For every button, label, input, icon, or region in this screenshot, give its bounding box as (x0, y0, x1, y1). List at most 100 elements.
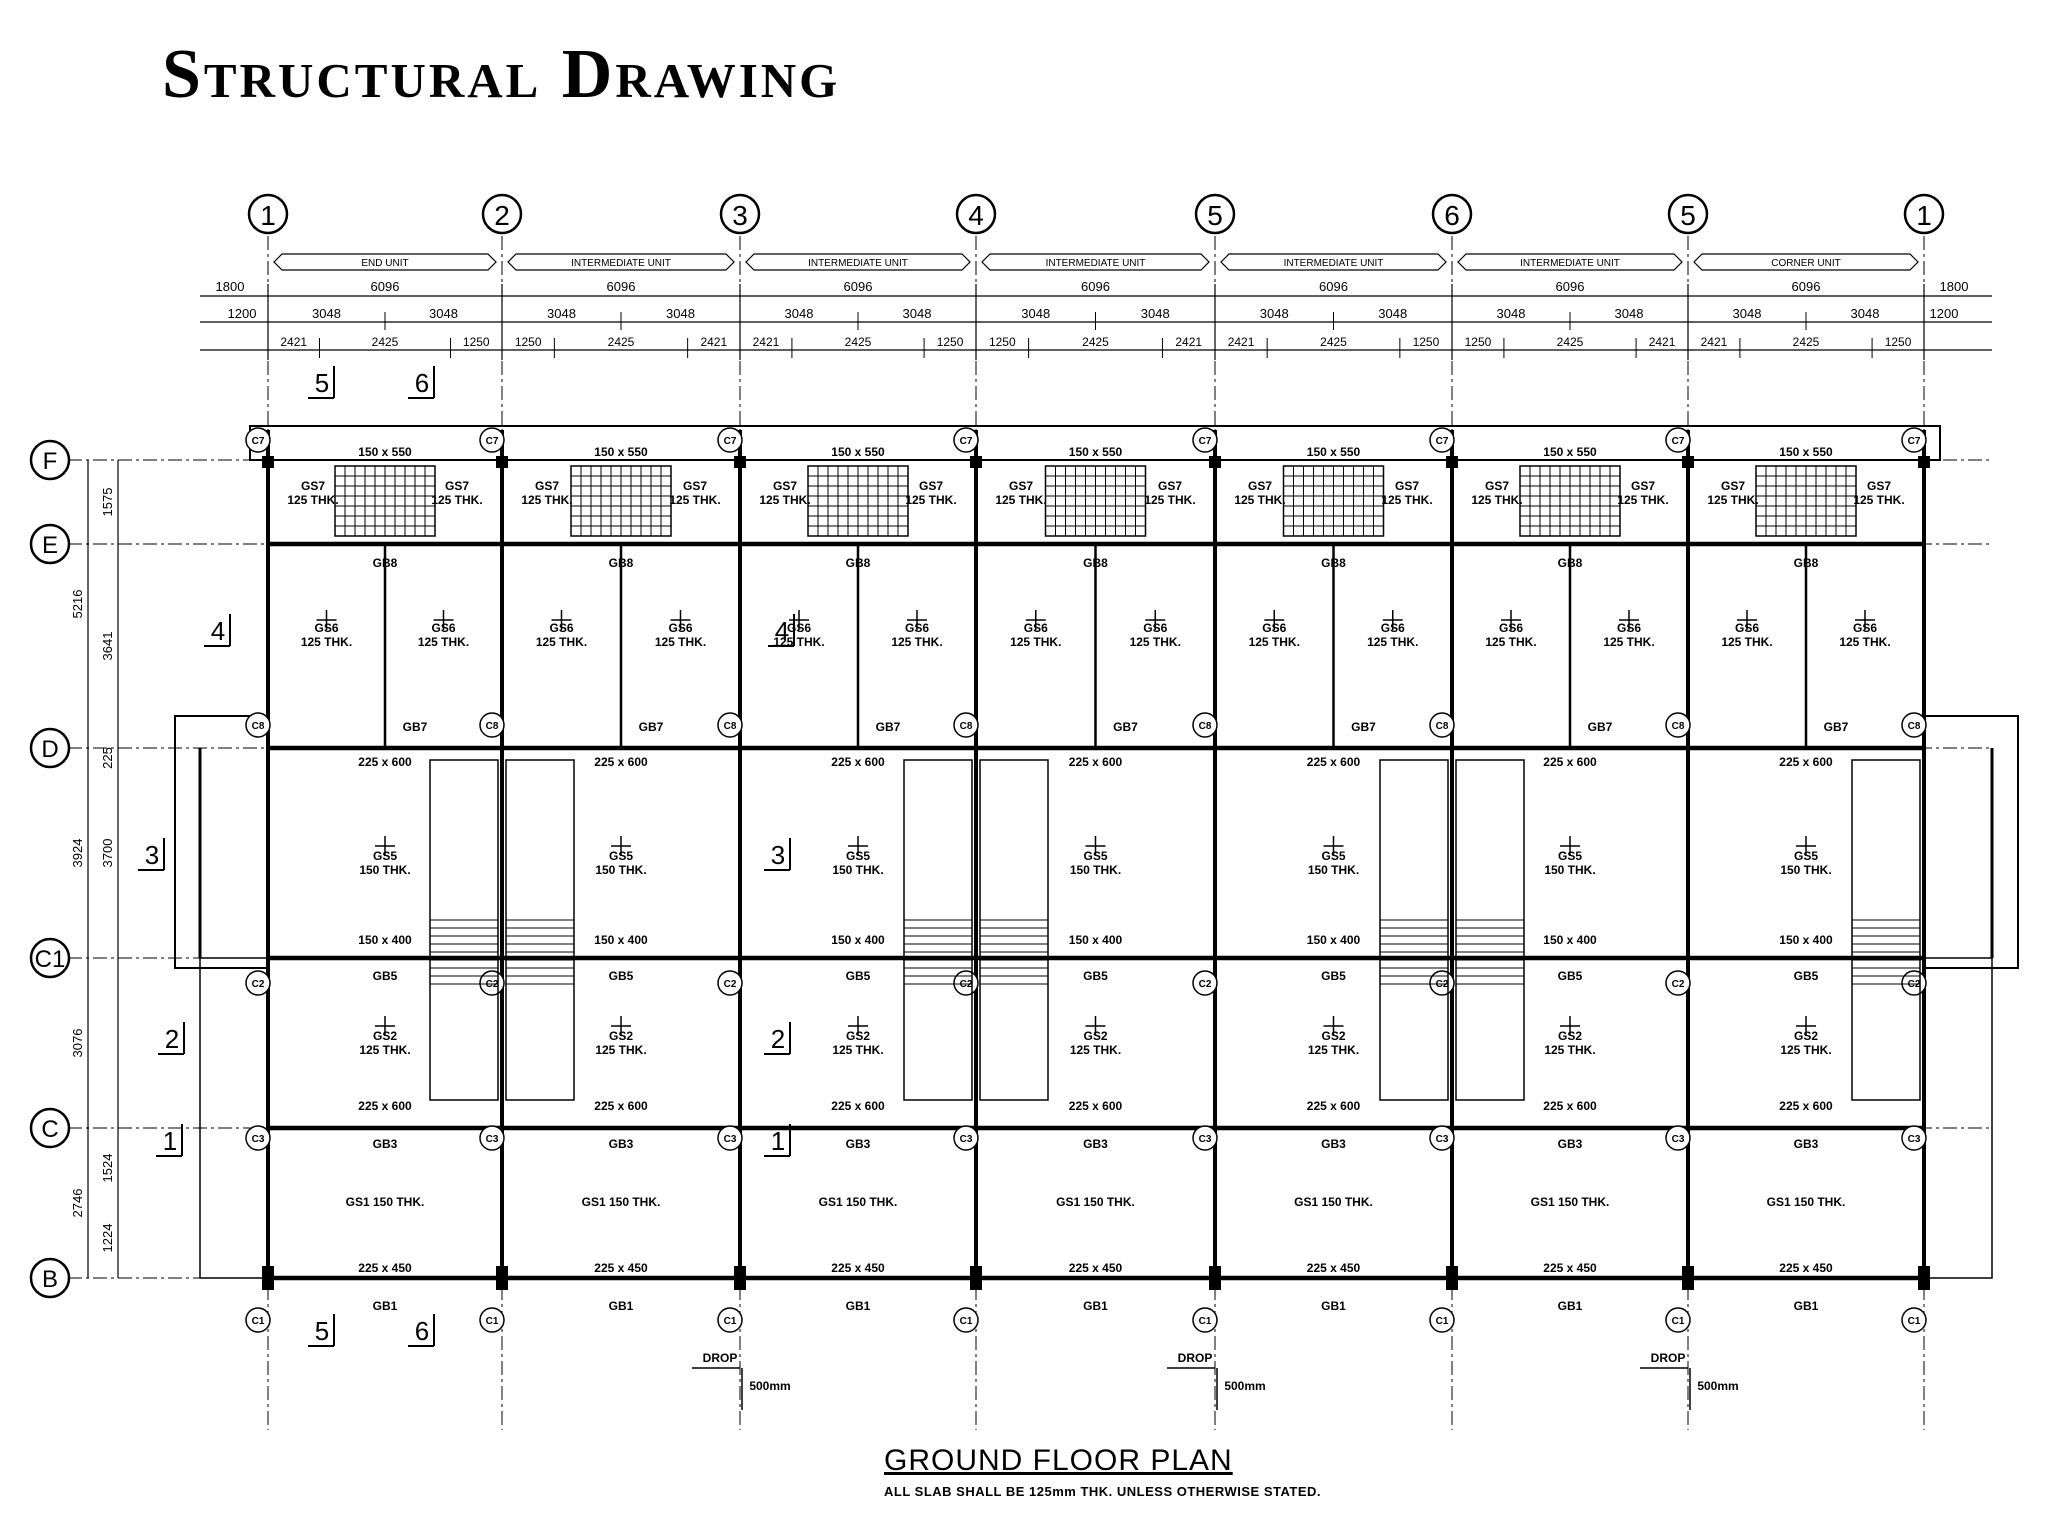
beam-label: GB7 (876, 720, 901, 734)
beam-label: GB5 (373, 969, 398, 983)
column-mark (1446, 456, 1458, 468)
dimension-text: 3048 (1021, 306, 1050, 321)
beam-label: GB7 (1113, 720, 1138, 734)
grid-bubble (29, 439, 71, 481)
column-mark (1209, 456, 1221, 468)
dimension-text: 3048 (1378, 306, 1407, 321)
column-tag-label: C1 (1436, 1316, 1449, 1327)
beam-label: GB8 (846, 556, 871, 570)
beam-label: 225 x 600 (1779, 755, 1833, 769)
beam-label: 225 x 600 (831, 1099, 885, 1113)
column-tag (1665, 1307, 1691, 1333)
beam-label: GB5 (1321, 969, 1346, 983)
grid-bubble-label: 6 (1444, 200, 1460, 231)
column-mark (1682, 1266, 1694, 1290)
column-tag (1665, 427, 1691, 453)
column-tag-label: C8 (1199, 721, 1212, 732)
dimension-text: 1250 (937, 335, 964, 349)
beam-label: 225 x 600 (594, 755, 648, 769)
column-tag (245, 427, 271, 453)
section-marker: 1 (163, 1126, 177, 1156)
column-tag-label: C7 (960, 436, 973, 447)
beam-label: GB7 (1588, 720, 1613, 734)
grid-bubble (719, 193, 761, 235)
column-tag-label: C1 (960, 1316, 973, 1327)
grid-bubble (481, 193, 523, 235)
grid-bubble-label: F (43, 448, 58, 475)
column-tag (245, 712, 271, 738)
beam-label: 225 x 600 (1307, 755, 1361, 769)
grid-bubble-label: 1 (260, 200, 276, 231)
column-tag (1665, 1125, 1691, 1151)
drop-value: 500mm (1224, 1379, 1265, 1393)
beam-label: GB1 (1558, 1299, 1583, 1313)
beam-label: 150 x 400 (1543, 933, 1597, 947)
grid-bubble (1667, 193, 1709, 235)
stair-strip (1851, 759, 1921, 1101)
column-tag-label: C8 (724, 721, 737, 732)
dimension-text: 3048 (547, 306, 576, 321)
grid-bubble-label: C (41, 1116, 58, 1143)
column-tag (1192, 1125, 1218, 1151)
column-mark (262, 456, 274, 468)
dimension-text-vertical: 1524 (100, 1154, 115, 1183)
unit-banner (507, 253, 735, 271)
grid-bubble-label: C1 (35, 946, 66, 973)
unit-banner-label: INTERMEDIATE UNIT (1520, 258, 1620, 269)
dimension-text-vertical: 3641 (100, 632, 115, 661)
dimension-text-vertical: 3924 (70, 839, 85, 868)
dimension-text: 2425 (1320, 335, 1347, 349)
beam-label: GB8 (1083, 556, 1108, 570)
column-tag-label: C2 (1199, 979, 1212, 990)
column-tag (1429, 1307, 1455, 1333)
grid-bubble (955, 193, 997, 235)
dimension-text: 6096 (371, 279, 400, 294)
column-tag (1192, 970, 1218, 996)
beam-label: GB3 (846, 1137, 871, 1151)
column-tag-label: C1 (1908, 1316, 1921, 1327)
beam-label: GB8 (1794, 556, 1819, 570)
column-tag-label: C1 (1199, 1316, 1212, 1327)
beam-label: 225 x 600 (831, 755, 885, 769)
column-tag (245, 970, 271, 996)
slab-label: GS1 150 THK. (1056, 1195, 1135, 1209)
wing-frame (1923, 957, 1993, 1279)
column-mark (1918, 456, 1930, 468)
grid-bubble-label: E (42, 532, 58, 559)
column-tag (245, 1125, 271, 1151)
beam-label: 150 x 400 (1069, 933, 1123, 947)
column-mark (1209, 1266, 1221, 1290)
beam-label: GB3 (1794, 1137, 1819, 1151)
dimension-text: 2421 (1649, 335, 1676, 349)
beam-label: 225 x 600 (358, 755, 412, 769)
column-mark (734, 1266, 746, 1290)
section-marker: 5 (315, 1316, 329, 1346)
dimension-text: 3048 (1615, 306, 1644, 321)
slide-title: Structural Drawing (162, 36, 841, 113)
slab-label: GS1 150 THK. (1294, 1195, 1373, 1209)
unit-banner (1457, 253, 1683, 271)
beam-label: GB1 (846, 1299, 871, 1313)
column-tag (1192, 1307, 1218, 1333)
column-tag (953, 1125, 979, 1151)
beam-label: GB7 (639, 720, 664, 734)
beam-label: 225 x 450 (831, 1261, 885, 1275)
grid-bubble (1194, 193, 1236, 235)
slab-label: GS1 150 THK. (582, 1195, 661, 1209)
beam-label: 150 x 400 (831, 933, 885, 947)
unit-banner-label: INTERMEDIATE UNIT (571, 258, 671, 269)
column-tag-label: C3 (960, 1134, 973, 1145)
beam-label: 150 x 400 (594, 933, 648, 947)
column-tag-label: C1 (486, 1316, 499, 1327)
